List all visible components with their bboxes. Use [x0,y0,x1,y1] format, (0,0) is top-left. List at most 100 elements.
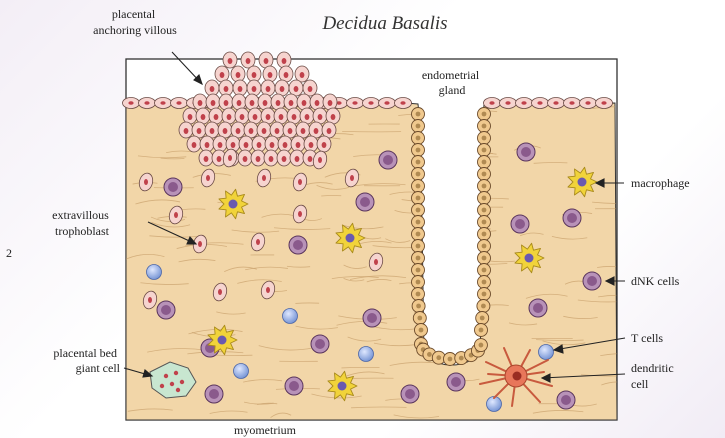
villous-nucleus [282,156,287,162]
villous-nucleus [243,156,248,162]
dnk-nucleus [383,155,393,165]
villous-nucleus [301,128,306,134]
evt-nucleus [144,179,148,185]
villous-nucleus [279,114,284,120]
villous-nucleus [270,142,275,148]
villous-nucleus [300,72,305,78]
evt-nucleus [228,155,232,161]
dnk-nucleus [451,377,461,387]
villous-nucleus [283,142,288,148]
villous-nucleus [249,128,254,134]
villous-nucleus [302,100,307,106]
gland-nucleus [482,184,487,189]
villous-nucleus [266,86,271,92]
epithelial-nucleus [569,101,574,105]
macrophage-nucleus [338,382,347,391]
label-placental-bed-giant-cell: placental bed giant cell [53,346,120,375]
villous-nucleus [240,114,245,120]
villous-nucleus [295,156,300,162]
villous-nucleus [231,142,236,148]
macrophage-nucleus [229,200,238,209]
t-cell [539,345,554,360]
gland-nucleus [416,184,421,189]
villous-nucleus [292,114,297,120]
villous-nucleus [210,128,215,134]
epithelial-nucleus [352,101,357,105]
villous-nucleus [318,114,323,120]
gland-nucleus [482,256,487,261]
dendritic-cell-nucleus [513,372,522,381]
villous-nucleus [227,114,232,120]
gland-nucleus [482,160,487,165]
villous-nucleus [198,100,203,106]
villous-nucleus [184,128,189,134]
gland-nucleus [481,304,486,309]
gland-nucleus [448,357,453,362]
villous-nucleus [252,72,257,78]
villous-nucleus [188,114,193,120]
evt-nucleus [206,175,210,181]
gland-nucleus [479,328,484,333]
gland-nucleus [480,316,485,321]
villous-nucleus [228,58,233,64]
dnk-nucleus [533,303,543,313]
villous-nucleus [218,142,223,148]
villous-nucleus [252,86,257,92]
label-t-cells: T cells [631,331,663,345]
villous-nucleus [276,100,281,106]
villous-nucleus [253,114,258,120]
epithelial-nucleus [400,101,405,105]
gland-nucleus [416,136,421,141]
gland-nucleus [416,256,421,261]
epithelial-nucleus [384,101,389,105]
diagram-title: Decidua Basalis [321,13,447,34]
gland-nucleus [416,280,421,285]
gland-nucleus [416,232,421,237]
evt-nucleus [298,211,302,217]
villous-nucleus [294,86,299,92]
villous-nucleus [315,100,320,106]
villous-nucleus [322,142,327,148]
gland-nucleus [482,124,487,129]
villous-nucleus [288,128,293,134]
gland-nucleus [482,196,487,201]
label-dendritic-cell: dendritic cell [631,361,677,391]
macrophage-nucleus [578,178,587,187]
villous-nucleus [204,156,209,162]
villous-nucleus [256,156,261,162]
villous-nucleus [308,156,313,162]
villous-nucleus [331,114,336,120]
t-cell [359,347,374,362]
gland-nucleus [416,268,421,273]
t-cell [147,265,162,280]
gland-nucleus [482,112,487,117]
epithelial-nucleus [160,101,165,105]
gland-nucleus [482,148,487,153]
villous-nucleus [250,100,255,106]
label-placental-anchoring-villous: placental anchoring villous [93,7,177,37]
label-extravillous-trophoblast: extravillous trophoblast [52,208,112,238]
villous-nucleus [220,72,225,78]
villous-nucleus [197,128,202,134]
villous-nucleus [280,86,285,92]
villous-nucleus [192,142,197,148]
gland-nucleus [416,172,421,177]
villous-nucleus [236,72,241,78]
epithelial-nucleus [368,101,373,105]
dnk-nucleus [587,276,597,286]
gland-nucleus [482,208,487,213]
villous-nucleus [269,156,274,162]
villous-nucleus [244,142,249,148]
gland-nucleus [482,232,487,237]
dnk-nucleus [405,389,415,399]
gland-nucleus [416,148,421,153]
side-number: 2 [6,246,12,260]
villous-nucleus [309,142,314,148]
t-cell [234,364,249,379]
evt-nucleus [266,287,270,293]
villous-nucleus [223,128,228,134]
gland-nucleus [482,172,487,177]
gland-nucleus [482,220,487,225]
villous-nucleus [275,128,280,134]
villous-nucleus [268,72,273,78]
